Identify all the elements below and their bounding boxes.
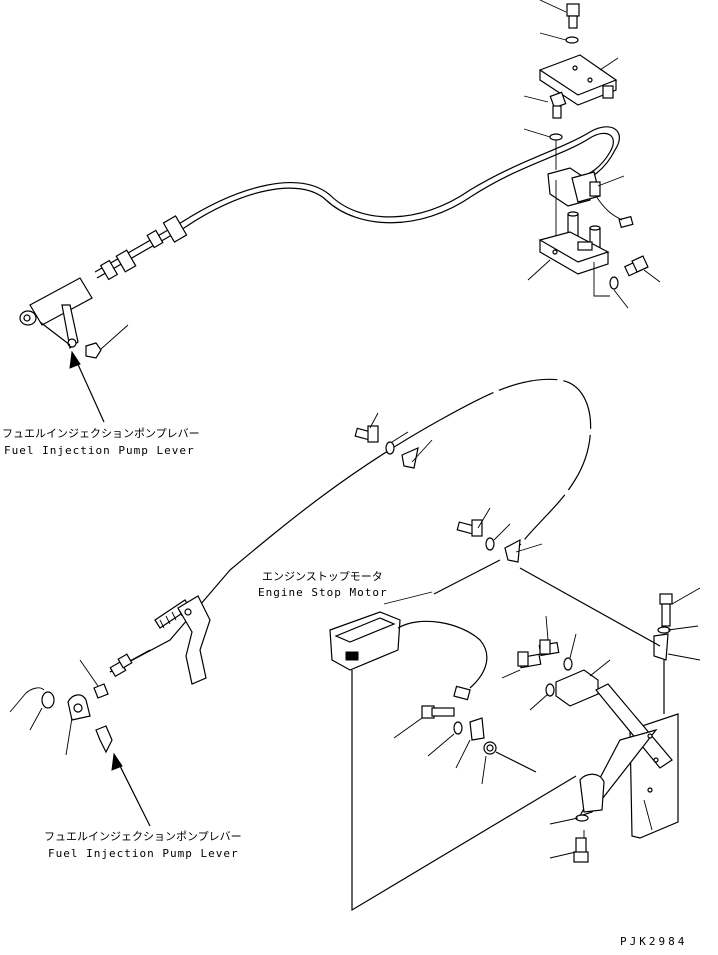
bolt-head [566, 3, 580, 17]
label-stop-motor-en: Engine Stop Motor [258, 586, 388, 599]
label-pump-lever-top-jp: フュエルインジェクションポンプレバー [2, 427, 200, 440]
long-cable [109, 419, 441, 673]
washer [565, 36, 579, 44]
arrow-icon [69, 350, 81, 369]
cable-fitting [162, 215, 188, 243]
washer [485, 537, 495, 551]
lever-bracket [177, 595, 211, 685]
bottom-cable-assembly [9, 378, 701, 912]
cylinder [29, 277, 93, 326]
top-cable [181, 126, 620, 223]
washer [385, 441, 395, 455]
stop-motor-icon [329, 559, 577, 912]
lower-right-hardware [393, 567, 701, 863]
washer [609, 276, 619, 290]
label-pump-lever-bottom-en: Fuel Injection Pump Lever [48, 847, 239, 860]
upper-right-hardware [523, 0, 661, 309]
clamp-upper [354, 412, 433, 469]
top-cable-assembly [19, 0, 661, 423]
label-pump-lever-top-en: Fuel Injection Pump Lever [4, 444, 195, 457]
pump-lever-part [95, 725, 113, 754]
nut-icon [85, 342, 102, 359]
arrow-icon [111, 752, 123, 771]
label-stop-motor-jp: エンジンストップモータ [262, 570, 383, 583]
label-pump-lever-bottom-jp: フュエルインジェクションポンプレバー [44, 830, 242, 843]
drawing-code: PJK2984 [620, 935, 688, 948]
lever-plate [61, 304, 79, 350]
clamp-lower [456, 507, 543, 563]
washer [41, 691, 55, 709]
nut-icon [93, 683, 109, 699]
